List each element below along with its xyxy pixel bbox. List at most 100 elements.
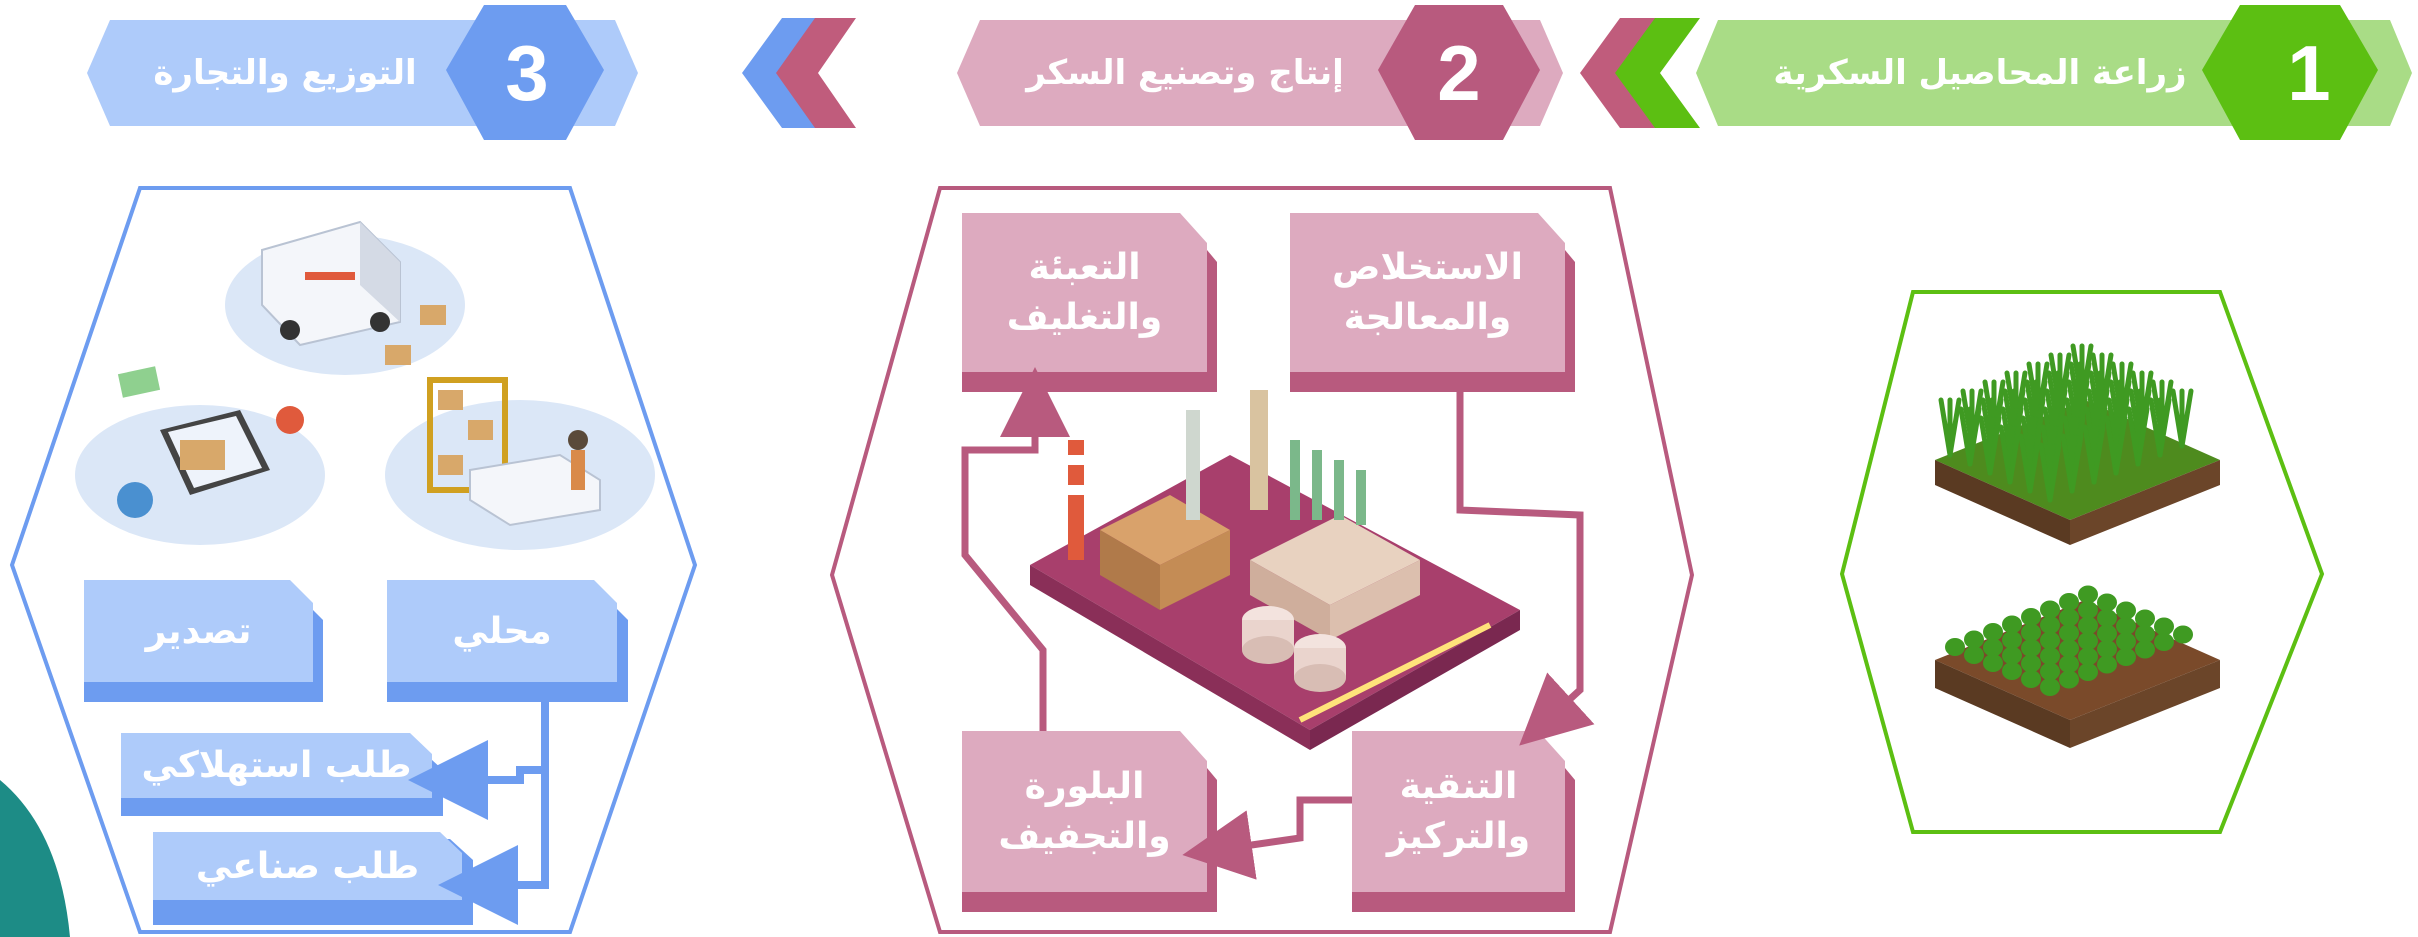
beet-plant bbox=[2078, 585, 2098, 604]
stage-1-number-badge bbox=[2202, 5, 2378, 140]
beet-plant bbox=[2135, 640, 2155, 659]
beet-plant bbox=[1945, 638, 1965, 656]
flow-arrow-crystallization-to-packaging bbox=[961, 367, 1070, 731]
beet-plant bbox=[2040, 600, 2060, 619]
beet-plant bbox=[2002, 615, 2022, 634]
beet-plant bbox=[2154, 633, 2174, 651]
beet-plant bbox=[2040, 678, 2060, 696]
step-crystallization-label: البلورة والتجفيف bbox=[998, 765, 1171, 857]
stage-3-header bbox=[87, 5, 638, 140]
demand-box-industrial bbox=[153, 832, 462, 900]
process-box-extraction bbox=[1290, 213, 1565, 372]
stage-2-header bbox=[957, 5, 1563, 140]
beet-plant bbox=[2059, 670, 2079, 689]
cane-leaf bbox=[2135, 406, 2150, 467]
beet-plant bbox=[2116, 617, 2136, 635]
beet-plant bbox=[2059, 593, 2079, 611]
flow-arrow-local-to-industrial bbox=[438, 702, 549, 925]
stage-2-number-badge bbox=[1378, 5, 1540, 140]
beet-plant bbox=[2002, 631, 2022, 649]
process-box-purification bbox=[1352, 731, 1565, 892]
beet-plant bbox=[2097, 593, 2117, 612]
beet-plant bbox=[2154, 617, 2174, 636]
beet-plant bbox=[2135, 625, 2155, 643]
cane-leaf bbox=[2179, 388, 2194, 449]
stage-1-number: 1 bbox=[2287, 28, 2331, 117]
demand-industrial-label: طلب صناعي bbox=[195, 845, 420, 887]
chevron-icon bbox=[742, 18, 856, 128]
step-purification-label: التنقية والتركيز bbox=[1386, 765, 1531, 857]
process-box-packaging bbox=[962, 213, 1207, 372]
stage-2-hexagon bbox=[829, 186, 1695, 934]
beet-plant bbox=[2078, 632, 2098, 650]
beet-plant bbox=[2040, 631, 2060, 650]
beet-plant bbox=[2040, 662, 2060, 681]
beet-plant bbox=[1964, 646, 1984, 664]
beet-plant bbox=[2078, 616, 2098, 635]
stage-3-hexagon bbox=[9, 186, 698, 934]
beet-plant bbox=[1983, 638, 2003, 657]
market-local-label: محلي bbox=[452, 610, 552, 652]
beet-plant bbox=[2097, 655, 2117, 674]
cane-leaf bbox=[2047, 442, 2062, 503]
beet-plant bbox=[2097, 640, 2117, 658]
cane-leaf bbox=[2113, 415, 2128, 476]
beet-plant bbox=[2040, 616, 2060, 634]
stage-3-number-badge bbox=[446, 5, 604, 140]
stage-1-title: زراعة المحاصيل السكرية bbox=[1773, 53, 2187, 93]
cane-leaf bbox=[1967, 406, 1982, 467]
beet-plant bbox=[1983, 623, 2003, 641]
beet-plant bbox=[2135, 609, 2155, 628]
chevron-icon bbox=[1580, 18, 1700, 128]
flow-arrow-purification-to-crystallization bbox=[1182, 796, 1352, 880]
sugar-cane-field-icon bbox=[1935, 343, 2220, 545]
market-box-export bbox=[84, 580, 313, 682]
cane-leaf bbox=[2091, 424, 2106, 485]
cane-leaf bbox=[1987, 415, 2002, 476]
demand-consumer-label: طلب استهلاكي bbox=[141, 745, 412, 786]
beet-plant bbox=[2059, 655, 2079, 673]
demand-box-consumer bbox=[121, 733, 432, 798]
stage-1-hexagon bbox=[1839, 290, 2325, 834]
stage-2-number: 2 bbox=[1437, 28, 1481, 117]
beet-plant bbox=[2002, 662, 2022, 680]
cane-leaf bbox=[2157, 397, 2172, 458]
cane-leaf bbox=[2027, 433, 2042, 494]
beet-plant bbox=[2116, 632, 2136, 651]
delivery-logistics-icons bbox=[75, 220, 655, 550]
beet-plant bbox=[2059, 608, 2079, 627]
beet-plant bbox=[2078, 663, 2098, 681]
beet-plant bbox=[2059, 624, 2079, 642]
process-box-faces bbox=[962, 213, 1565, 892]
flow-arrow-local-to-consumer bbox=[408, 702, 549, 820]
market-export-label: تصدير bbox=[145, 610, 252, 652]
blue-box-faces bbox=[84, 580, 617, 900]
beet-plant bbox=[2021, 654, 2041, 673]
stage-1-header bbox=[1696, 5, 2412, 140]
beet-plant bbox=[2078, 647, 2098, 666]
sugar-factory-icon bbox=[1030, 390, 1520, 750]
corner-decoration bbox=[0, 780, 70, 937]
beet-plant bbox=[2040, 647, 2060, 665]
beet-plant bbox=[2021, 623, 2041, 642]
beet-plant bbox=[1983, 654, 2003, 672]
beet-plant bbox=[2021, 670, 2041, 688]
step-packaging-label: التعبئة والتغليف bbox=[1006, 246, 1163, 338]
beet-plant bbox=[2002, 646, 2022, 665]
cane-leaf bbox=[2007, 424, 2022, 485]
market-box-local bbox=[387, 580, 617, 682]
cane-leaf bbox=[2069, 433, 2084, 494]
cane-leaf bbox=[1947, 397, 1962, 458]
beet-plant bbox=[1964, 630, 1984, 649]
process-box-crystallization bbox=[962, 731, 1207, 892]
beet-plant bbox=[2078, 601, 2098, 619]
beet-plant bbox=[2021, 639, 2041, 657]
stage-3-number: 3 bbox=[505, 28, 549, 117]
stage-3-title: التوزيع والتجارة bbox=[153, 53, 417, 93]
step-extraction-label: الاستخلاص والمعالجة bbox=[1332, 246, 1523, 338]
beet-plant bbox=[2059, 639, 2079, 658]
beet-plant bbox=[2173, 625, 2193, 644]
beet-plant bbox=[2097, 624, 2117, 643]
beet-plant bbox=[2097, 609, 2117, 627]
